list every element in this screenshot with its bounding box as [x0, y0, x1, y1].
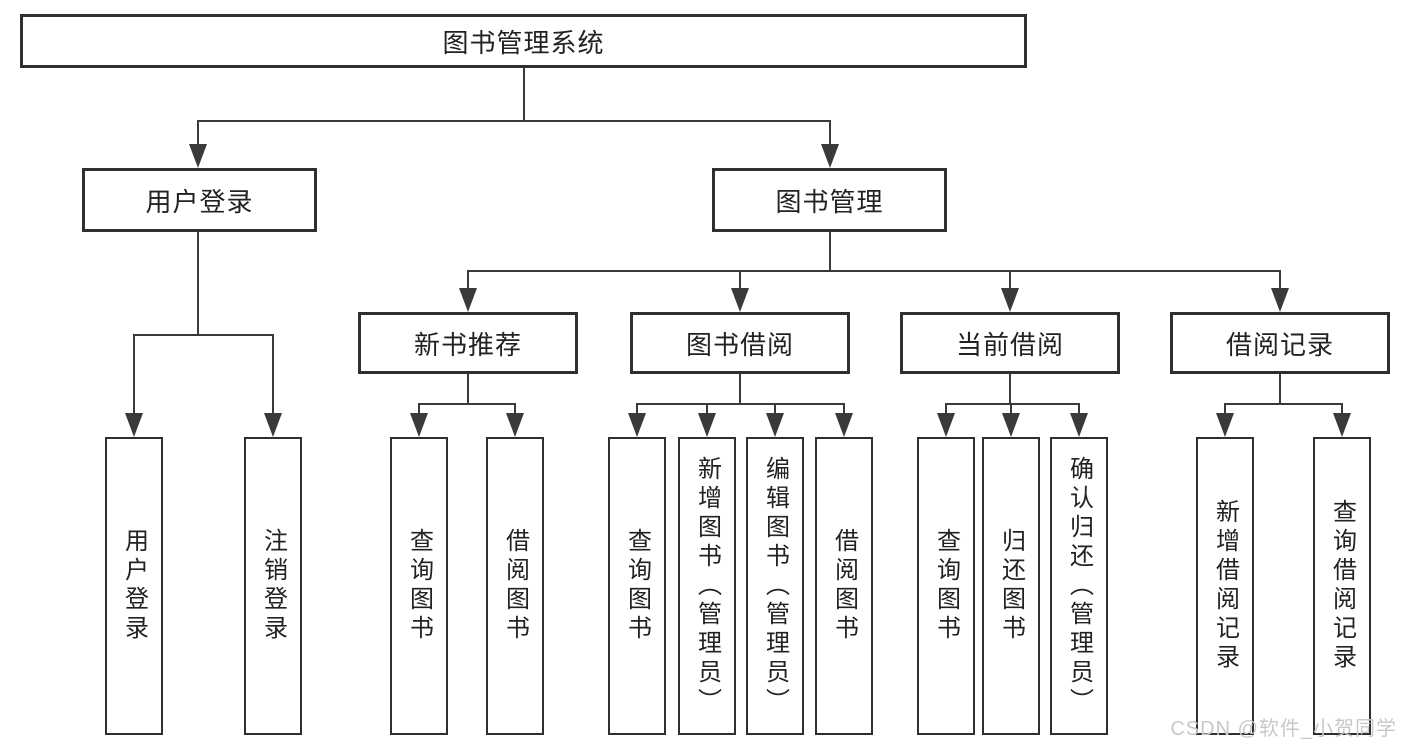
leaf-query-books-current: 查询图书 [917, 437, 975, 735]
leaf-edit-book-admin: 编辑图书（管理员） [746, 437, 804, 735]
branch-root [197, 68, 831, 150]
node-root: 图书管理系统 [20, 14, 1027, 68]
leaf-user-login: 用户登录 [105, 437, 163, 735]
node-book-borrowing: 图书借阅 [630, 312, 850, 374]
node-book-management: 图书管理 [712, 168, 947, 232]
leaf-query-books-borrowing: 查询图书 [608, 437, 666, 735]
leaf-borrow-books-recommend: 借阅图书 [486, 437, 544, 735]
leaf-logout: 注销登录 [244, 437, 302, 735]
leaf-add-book-admin: 新增图书（管理员） [678, 437, 736, 735]
node-current-borrowing: 当前借阅 [900, 312, 1120, 374]
branch-new-book-recommendation [418, 374, 516, 420]
branch-borrowing-records [1224, 374, 1343, 420]
node-user-login: 用户登录 [82, 168, 317, 232]
leaf-add-borrow-record: 新增借阅记录 [1196, 437, 1254, 735]
leaf-confirm-return-admin: 确认归还（管理员） [1050, 437, 1108, 735]
branch-book-borrowing [636, 374, 845, 420]
branch-user-login [133, 232, 274, 420]
node-borrowing-records: 借阅记录 [1170, 312, 1390, 374]
leaf-borrow-books-borrowing: 借阅图书 [815, 437, 873, 735]
branch-current-borrowing [945, 374, 1080, 420]
branch-book-management [467, 232, 1281, 295]
leaf-query-borrow-record: 查询借阅记录 [1313, 437, 1371, 735]
leaf-query-books-recommend: 查询图书 [390, 437, 448, 735]
leaf-return-books: 归还图书 [982, 437, 1040, 735]
node-new-book-recommendation: 新书推荐 [358, 312, 578, 374]
